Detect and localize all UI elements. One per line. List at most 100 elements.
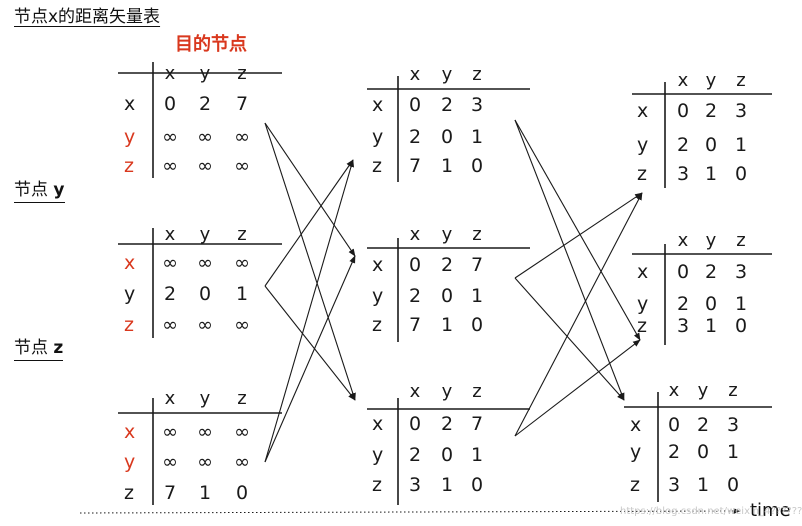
- t1-y-cell: ∞: [234, 314, 250, 336]
- t1-y-cell: 2: [163, 283, 177, 305]
- t1-x-col-header: z: [237, 63, 247, 84]
- t2-z-row-label: y: [372, 444, 384, 466]
- t2-z-cell: 1: [440, 474, 454, 496]
- t1-z-cell: 7: [163, 482, 177, 504]
- update-arrow: [264, 159, 354, 287]
- t3-x-col-header: x: [677, 70, 689, 91]
- t3-z-cell: 3: [726, 414, 740, 436]
- t2-x-col-header: y: [441, 64, 453, 85]
- t1-x-cell: ∞: [197, 155, 213, 177]
- t3-z-row-label: y: [630, 441, 642, 463]
- node-y-name: y: [53, 180, 65, 200]
- update-arrow: [264, 159, 355, 463]
- t1-z-row-label: z: [124, 482, 134, 504]
- t1-y-col-header: y: [199, 224, 211, 245]
- t3-y-col-header: x: [677, 230, 689, 251]
- t2-z-cell: 2: [408, 444, 422, 466]
- t2-y-col-header: z: [472, 224, 482, 245]
- t3-y-row-label: x: [637, 261, 649, 283]
- destination-node-label: 目的节点: [175, 34, 247, 55]
- t2-z-col-header: y: [441, 381, 453, 402]
- t1-z-col-header: z: [237, 388, 247, 409]
- t1-x-cell: 7: [235, 93, 249, 115]
- t1-x-cell: ∞: [162, 126, 178, 148]
- t2-z-cell: 1: [470, 444, 484, 466]
- t3-y-col-header: z: [736, 230, 746, 251]
- t3-y-cell: 2: [676, 293, 690, 315]
- t2-z-cell: 0: [408, 413, 422, 435]
- t1-z-cell: ∞: [197, 421, 213, 443]
- t1-x-row-label: z: [124, 155, 134, 177]
- t3-y-row-label: y: [637, 293, 649, 315]
- update-arrow: [514, 119, 641, 341]
- node-z-prefix: 节点: [14, 338, 48, 358]
- t3-x-cell: 2: [676, 134, 690, 156]
- t3-x-cell: 1: [734, 134, 748, 156]
- t3-y-cell: 1: [704, 315, 718, 337]
- t3-y-cell: 2: [704, 261, 718, 283]
- page-title: 节点x的距离矢量表: [14, 7, 161, 27]
- t2-y-col-header: x: [409, 224, 421, 245]
- t2-y-cell: 1: [440, 314, 454, 336]
- t1-y-col-header: z: [237, 224, 247, 245]
- t3-y-cell: 3: [734, 261, 748, 283]
- t3-y-cell: 0: [676, 261, 690, 283]
- t2-y-col-header: y: [441, 224, 453, 245]
- t1-y-cell: ∞: [197, 314, 213, 336]
- t3-z-cell: 2: [667, 441, 681, 463]
- t1-x-cell: ∞: [234, 155, 250, 177]
- t3-x-cell: 0: [676, 100, 690, 122]
- t2-z-col-header: z: [472, 381, 482, 402]
- t1-y-cell: 0: [198, 283, 212, 305]
- t2-y-row-label: y: [372, 285, 384, 307]
- update-arrow: [514, 119, 625, 401]
- t2-y-cell: 0: [440, 285, 454, 307]
- node-z-label: 节点 z: [14, 338, 64, 361]
- t3-z-cell: 1: [696, 474, 710, 496]
- t2-x-col-header: x: [409, 64, 421, 85]
- t1-y-cell: ∞: [162, 314, 178, 336]
- t1-y-cell: ∞: [234, 252, 250, 274]
- t2-z-col-header: x: [409, 381, 421, 402]
- t3-y-col-header: y: [705, 230, 717, 251]
- t1-z-col-header: x: [164, 388, 176, 409]
- t3-x-row-label: x: [637, 100, 649, 122]
- t1-z-cell: ∞: [234, 421, 250, 443]
- update-arrow: [264, 285, 356, 401]
- t1-x-cell: ∞: [234, 126, 250, 148]
- t2-y-row-label: x: [372, 254, 384, 276]
- t2-y-cell: 2: [408, 285, 422, 307]
- t2-y-cell: 2: [440, 254, 454, 276]
- t1-x-cell: ∞: [197, 126, 213, 148]
- node-y-label: 节点 y: [14, 182, 65, 203]
- t3-x-cell: 1: [704, 163, 718, 185]
- t3-z-cell: 3: [667, 474, 681, 496]
- t1-y-cell: 1: [235, 283, 249, 305]
- t2-x-row-label: y: [372, 126, 384, 148]
- t2-x-row-label: z: [372, 155, 382, 177]
- t2-z-cell: 2: [440, 413, 454, 435]
- t2-x-cell: 2: [408, 126, 422, 148]
- t1-y-row-label: x: [124, 252, 136, 274]
- t1-x-row-label: y: [124, 126, 136, 148]
- t2-x-cell: 0: [440, 126, 454, 148]
- t3-z-cell: 2: [696, 414, 710, 436]
- t1-y-col-header: x: [164, 224, 176, 245]
- t2-x-cell: 0: [408, 94, 422, 116]
- t3-y-cell: 0: [734, 315, 748, 337]
- t1-z-cell: 1: [198, 482, 212, 504]
- t1-z-cell: ∞: [162, 421, 178, 443]
- t2-x-cell: 0: [470, 155, 484, 177]
- t3-x-cell: 3: [734, 100, 748, 122]
- t1-y-cell: ∞: [197, 252, 213, 274]
- t1-x-cell: ∞: [162, 155, 178, 177]
- t3-z-col-header: x: [668, 380, 680, 401]
- update-arrow: [514, 277, 625, 401]
- t2-x-cell: 1: [470, 126, 484, 148]
- t1-x-cell: 2: [198, 93, 212, 115]
- t2-y-cell: 0: [470, 314, 484, 336]
- node-z-name: z: [53, 338, 64, 358]
- t3-z-row-label: z: [630, 474, 640, 496]
- t3-y-cell: 0: [704, 293, 718, 315]
